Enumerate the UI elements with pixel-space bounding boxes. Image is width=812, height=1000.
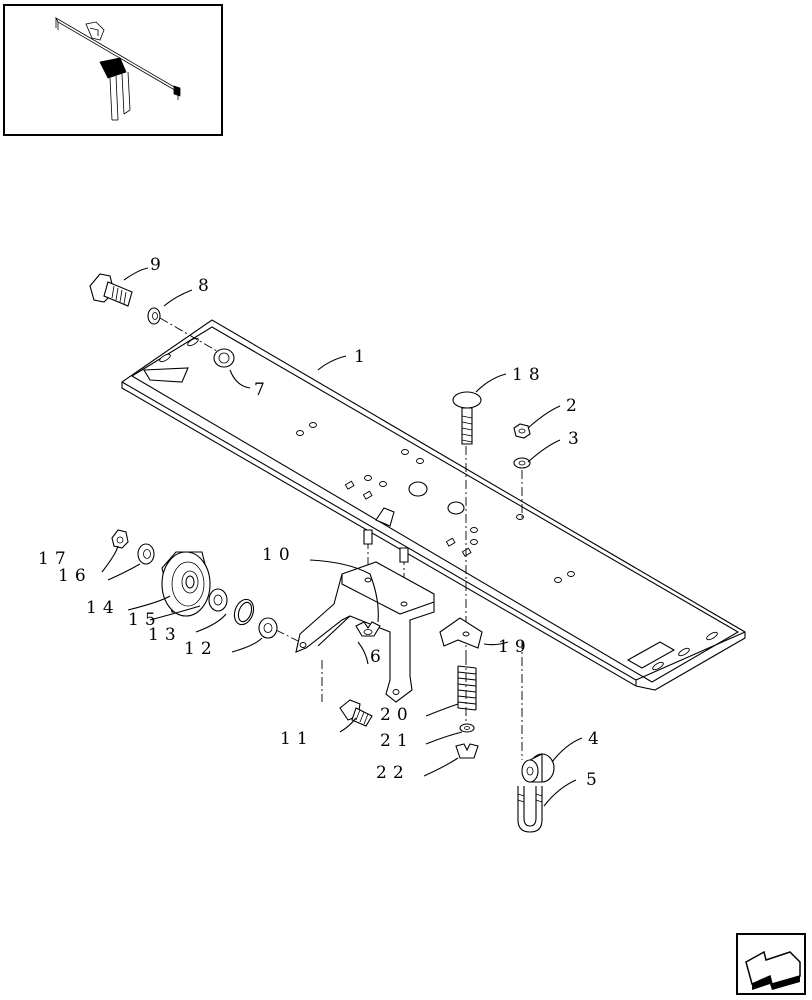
callout-2: 2 [566, 396, 583, 416]
callout-18: 18 [512, 365, 546, 385]
nut-17[interactable] [111, 529, 129, 549]
snap-ring-13[interactable] [231, 597, 257, 628]
assembly-centerlines [159, 317, 523, 760]
studs-10 [363, 529, 409, 563]
previous-page-arrow-icon[interactable] [736, 933, 806, 995]
bushing-7[interactable] [213, 348, 235, 368]
callout-labels: 9 8 7 1 18 2 3 4 5 10 6 11 19 20 21 22 1… [38, 255, 605, 790]
assembly-overview-thumbnail[interactable] [3, 4, 223, 136]
callout-12: 12 [184, 639, 218, 659]
callout-5: 5 [586, 770, 603, 790]
callout-3: 3 [568, 429, 585, 449]
frame-rail[interactable] [121, 319, 746, 691]
callout-21: 21 [380, 731, 414, 751]
callout-1: 1 [354, 347, 371, 367]
callout-4: 4 [588, 729, 605, 749]
spring-20[interactable] [457, 665, 477, 711]
callout-13: 13 [148, 625, 182, 645]
callout-8: 8 [198, 276, 215, 296]
wheel-14[interactable] [161, 551, 211, 617]
roller-4[interactable] [521, 753, 555, 783]
washer-3[interactable] [513, 457, 531, 469]
callout-11: 11 [280, 729, 314, 749]
bracket-10[interactable] [295, 561, 435, 703]
callout-20: 20 [380, 705, 414, 725]
callout-22: 22 [376, 763, 410, 783]
bearing-15[interactable] [208, 588, 228, 612]
washer-16[interactable] [137, 543, 155, 565]
callout-10: 10 [262, 545, 296, 565]
leader-lines [101, 267, 583, 807]
spacer-12[interactable] [258, 617, 278, 639]
callout-17: 17 [38, 549, 72, 569]
washer-8[interactable] [147, 307, 161, 325]
nut-2[interactable] [513, 423, 531, 439]
callout-14: 14 [86, 598, 120, 618]
washer-21[interactable] [459, 723, 475, 733]
callout-15: 15 [128, 610, 162, 630]
carriage-bolt-18[interactable] [452, 391, 482, 445]
callout-7: 7 [254, 380, 271, 400]
wing-nut-22[interactable] [455, 743, 479, 759]
callout-19: 19 [498, 637, 532, 657]
bolt-11[interactable] [339, 699, 373, 727]
callout-16: 16 [58, 566, 92, 586]
u-bolt-5[interactable] [517, 786, 543, 833]
bolt-9[interactable] [89, 273, 133, 307]
callout-6: 6 [370, 647, 387, 667]
wing-nut-6[interactable] [355, 621, 381, 637]
callout-9: 9 [150, 255, 167, 275]
clip-19[interactable] [439, 617, 483, 649]
